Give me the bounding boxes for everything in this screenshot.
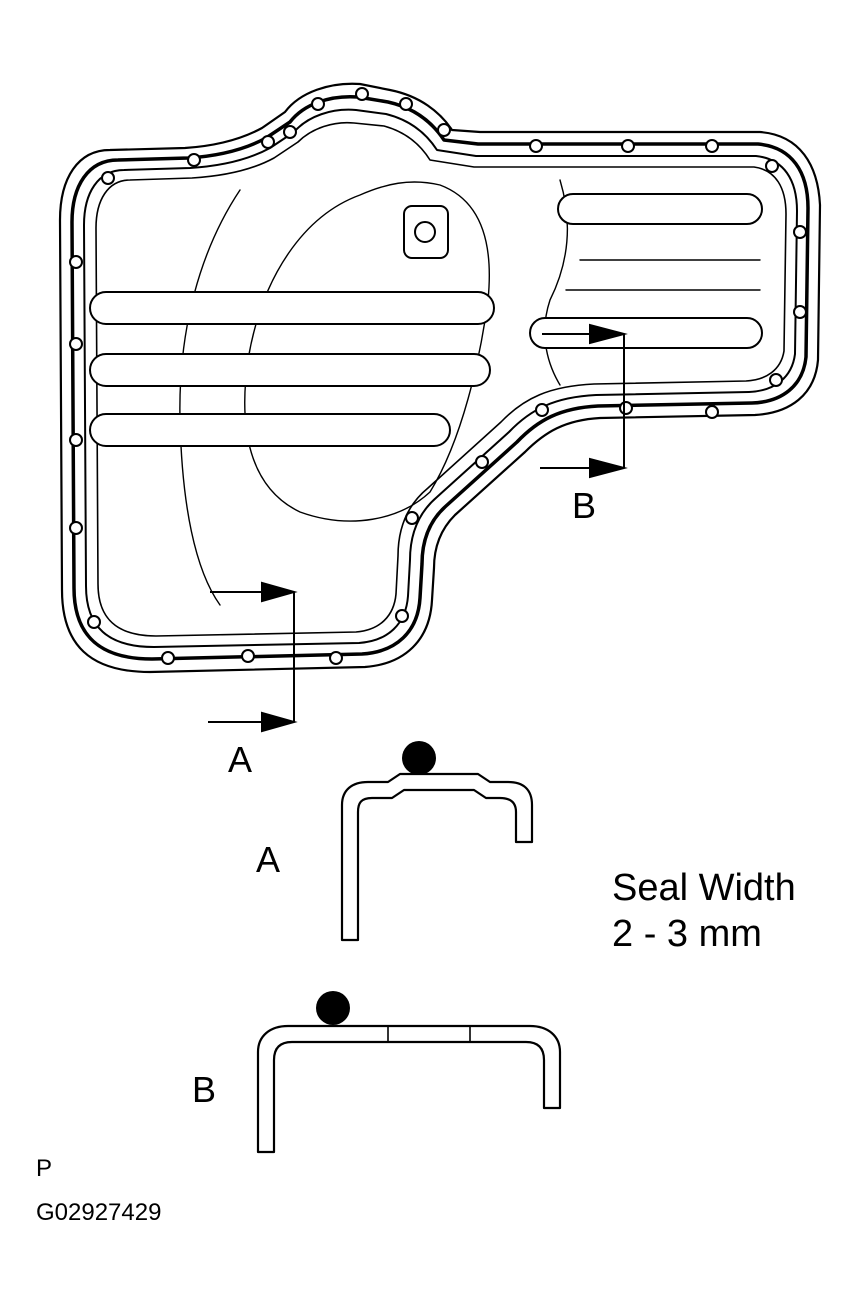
bolt-hole [87,615,101,629]
section-b-pointer-label: B [572,485,596,526]
pan-contours [179,179,761,606]
bolt-hole [769,373,783,387]
bolt-hole [355,87,369,101]
figure-id: G02927429 [36,1199,161,1226]
bolt-hole [241,649,255,663]
rib-slot [557,193,763,225]
pan-gasket-inner [83,108,798,648]
seal-width-label: Seal Width [612,867,796,909]
profile-b-flange [256,1024,562,1154]
left-curve [179,189,241,606]
bolt-hole [621,139,635,153]
bolt-hole [69,337,83,351]
bolt-hole [619,401,633,415]
bolt-hole [437,123,451,137]
bolt-hole [187,153,201,167]
section-a-profile-label: A [256,839,280,880]
rib-slot [89,291,495,325]
bolt-hole [793,305,807,319]
seal-width-value: 2 - 3 mm [612,913,762,955]
bolt-hole [161,651,175,665]
corner-mark: P [36,1155,52,1182]
arrow-head [589,457,628,479]
pan-outer-edge [58,82,822,674]
bolt-hole [793,225,807,239]
rib-slot [529,317,763,349]
drain-plug-hole [414,221,436,243]
sealant-bead-b [316,991,350,1025]
bolt-hole [261,135,275,149]
bolt-hole [283,125,297,139]
bolt-hole [69,433,83,447]
section-line-a [208,581,298,733]
pan-gasket-outer [70,94,810,661]
section-profile-b [256,991,562,1154]
pan-ribs [89,193,763,447]
section-line-b [540,323,628,479]
drain-plug-boss [403,205,449,259]
bolt-hole [765,159,779,173]
sealant-bead-a [402,741,436,775]
bolt-hole [705,405,719,419]
bolt-holes [69,87,807,665]
sump-contour [244,181,491,522]
drain-plug [403,205,449,259]
bolt-hole [329,651,343,665]
profile-a-flange [340,772,534,942]
rib-slot [89,413,451,447]
section-b-profile-label: B [192,1069,216,1110]
bolt-hole [705,139,719,153]
bolt-hole [535,403,549,417]
bolt-hole [395,609,409,623]
pan-inner-wall [95,121,787,637]
arrow-head [261,711,298,733]
rib-slot [89,353,491,387]
bolt-hole [101,171,115,185]
section-profile-a [340,741,534,942]
bolt-hole [69,521,83,535]
bolt-hole [529,139,543,153]
bolt-hole [311,97,325,111]
arrow-head [261,581,298,603]
arrow-head [589,323,628,345]
oil-pan-outline [58,82,822,674]
bolt-hole [399,97,413,111]
bolt-hole [405,511,419,525]
bolt-hole [475,455,489,469]
bolt-hole [69,255,83,269]
section-a-pointer-label: A [228,739,252,780]
